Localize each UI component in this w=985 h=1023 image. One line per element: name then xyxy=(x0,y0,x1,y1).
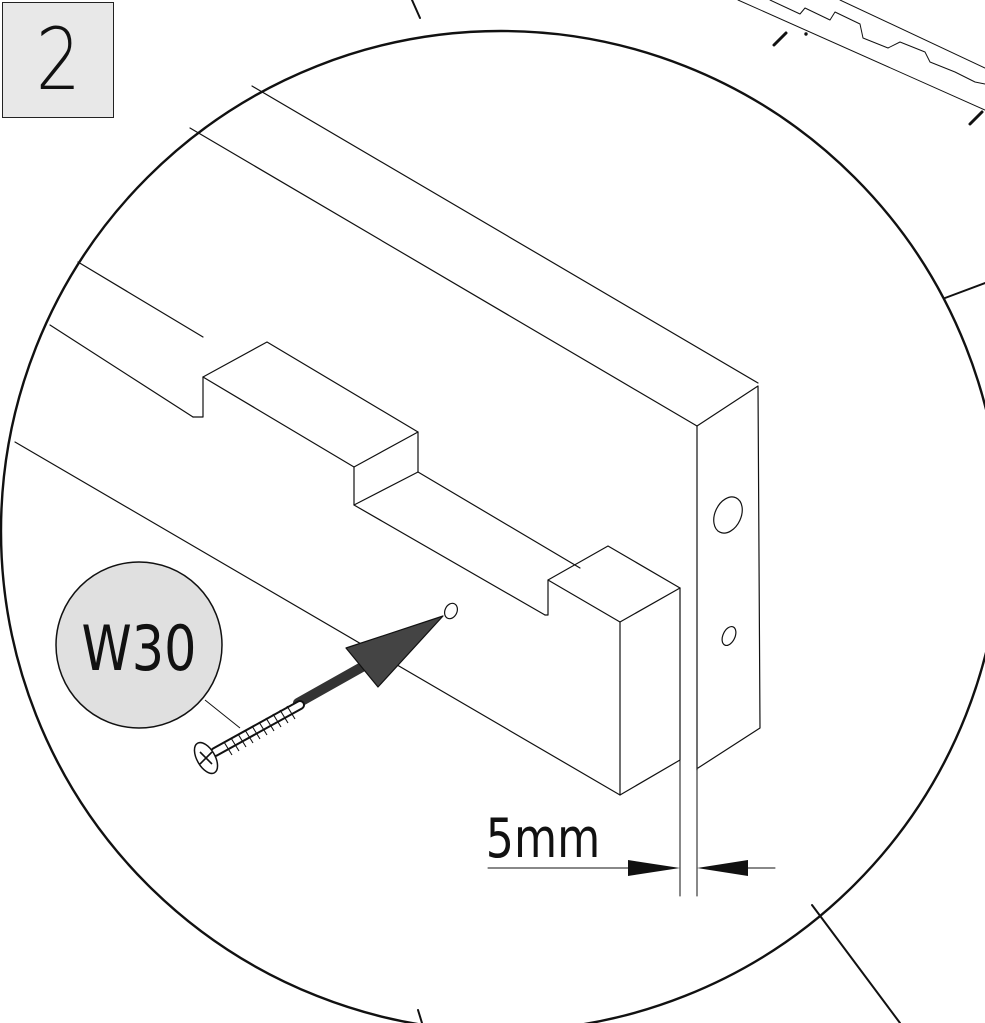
dimension-label: 5mm xyxy=(486,807,600,870)
part-badge xyxy=(55,561,223,729)
screw-icon xyxy=(193,700,305,775)
pilot-hole xyxy=(443,602,459,620)
background-drawing xyxy=(411,0,985,1023)
notched-rail xyxy=(14,261,681,796)
part-code: W30 xyxy=(82,613,197,685)
detail-circle xyxy=(0,29,985,1023)
step-number: 2 xyxy=(35,10,81,110)
panel-hole-large xyxy=(713,496,743,534)
insertion-arrow xyxy=(293,615,444,708)
dimension-arrow-left xyxy=(697,860,748,876)
step-number-box: 2 xyxy=(2,2,114,118)
dimension-lines xyxy=(487,759,776,897)
panel-hole-small xyxy=(721,625,737,647)
background-hinge xyxy=(737,0,985,126)
upright-panel xyxy=(189,85,761,771)
part-leader-line xyxy=(204,699,241,729)
dimension-arrow-right xyxy=(628,860,680,876)
